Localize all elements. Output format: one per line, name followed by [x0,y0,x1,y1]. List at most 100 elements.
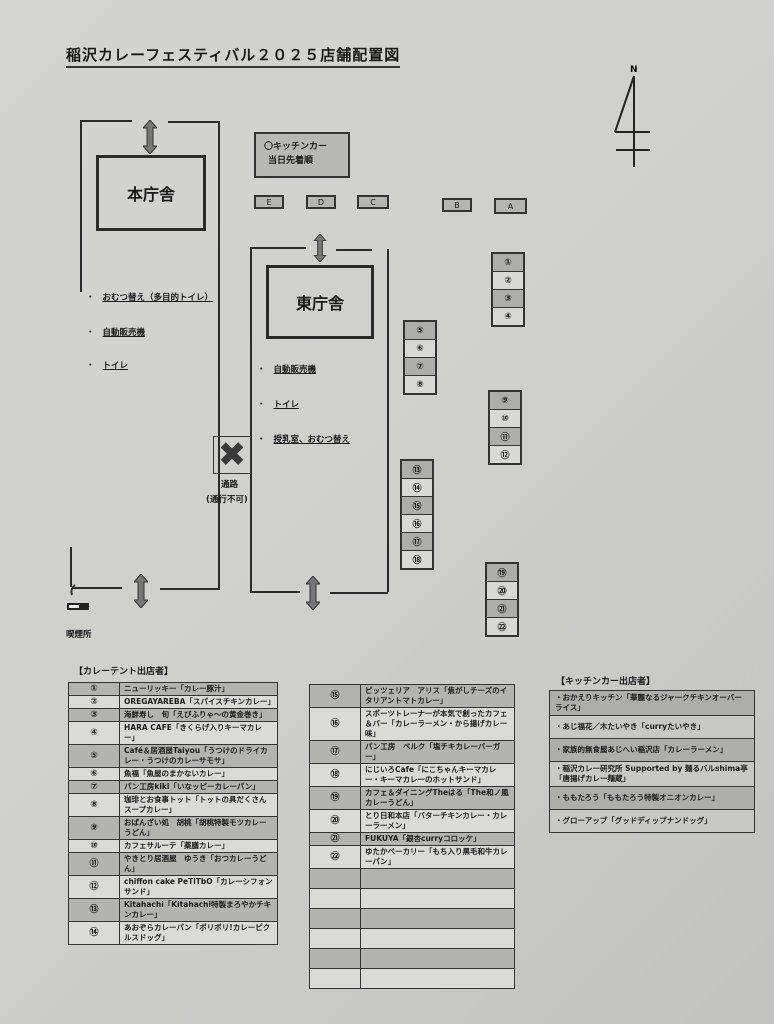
east-bldg-outline [336,249,372,251]
stall: ④ [493,308,523,325]
kitchen-slot-a: A [494,198,527,214]
stall: ⑮ [402,497,432,515]
stall-group-2: ⑤ ⑥ ⑦ ⑧ [403,320,437,395]
stall: ⑦ [405,358,435,376]
smoking-icon [67,584,89,610]
table-row-empty [309,908,515,929]
east-bldg-outline [250,591,300,593]
stall-group-3: ⑨ ⑩ ⑪ ⑫ [488,390,522,465]
table-row: ・グローアップ「グッドディップナンドッグ」 [549,809,755,833]
kitchen-slot-c: C [357,195,389,209]
table-row-empty [309,968,515,989]
facility-toilet-right: トイレ [257,398,300,410]
kitchen-slot-e: E [254,195,284,209]
stall: ㉑ [487,600,517,618]
smoking-label: 喫煙所 [66,630,92,640]
stall-group-4: ⑬ ⑭ ⑮ ⑯ ⑰ ⑱ [400,459,434,570]
facility-nursing-right: 授乳室、おむつ替え [257,433,351,445]
entrance-arrow-icon [313,234,327,262]
entrance-arrow-icon [143,120,157,154]
main-bldg-outline [70,547,72,587]
main-bldg-outline [168,121,218,123]
table-row-empty [309,888,515,909]
stall: ⑭ [402,479,432,497]
stall: ⑪ [490,428,520,446]
east-building: 東庁舎 [266,265,374,339]
main-building: 本庁舎 [96,155,206,231]
facility-diaper-left: おむつ替え（多目的トイレ） [86,291,214,303]
main-bldg-outline [160,588,220,590]
stall: ② [493,272,523,290]
table-row: ・稲沢カレー研究所 Supported by 麺るバルshima亭「唐揚げカレー… [549,761,755,787]
table-row-empty [309,928,515,949]
table-row-empty [309,948,515,969]
kitchen-section-heading: 【キッチンカー出店者】 [556,677,656,687]
stall: ㉒ [487,618,517,635]
main-bldg-outline [80,120,132,122]
stall: ⑧ [405,376,435,393]
stall-group-1: ① ② ③ ④ [491,252,525,327]
svg-text:N: N [630,65,638,75]
stall-group-5: ⑲ ⑳ ㉑ ㉒ [485,562,519,637]
main-bldg-outline [72,587,122,589]
stall: ⑩ [490,410,520,428]
east-bldg-outline [250,247,306,249]
kitchen-car-label: 〇キッチンカー [264,142,328,152]
stall: ⑨ [490,392,520,410]
facility-vending-right: 自動販売機 [257,363,317,375]
stall: ⑬ [402,461,432,479]
closed-passage-x-icon: ✖ [213,435,251,475]
kitchen-slot-b: B [442,198,472,212]
facility-toilet-left: トイレ [86,359,129,371]
table-row: ・家族的無食屋あじへい稲沢店「カレーラーメン」 [549,738,755,762]
passage-note: (通行不可) [206,495,248,505]
table-row-empty [309,868,515,889]
table-row: ・あじ福花／木たいやき「curryたいやき」 [549,715,755,739]
kitchen-slot-d: D [306,195,336,209]
kitchen-car-area: 〇キッチンカー 当日先着順 [254,132,350,178]
stall: ⑳ [487,582,517,600]
stall: ⑰ [402,533,432,551]
main-bldg-outline [218,121,220,589]
tent-section-heading: 【カレーテント出店者】 [74,667,174,677]
stall: ③ [493,290,523,308]
stall: ⑯ [402,515,432,533]
stall: ⑱ [402,551,432,568]
north-compass-icon: N [614,65,650,167]
stall: ⑤ [405,322,435,340]
east-bldg-outline [250,247,252,592]
east-bldg-outline [387,249,389,592]
table-row: ・ももたろう「ももたろう特製オニオンカレー」 [549,786,755,810]
stall: ⑲ [487,564,517,582]
entrance-arrow-icon [134,574,148,608]
entrance-arrow-icon [306,576,320,610]
stall: ① [493,254,523,272]
stall: ⑫ [490,446,520,463]
passage-label: 通路 [221,480,239,490]
facility-vending-left: 自動販売機 [86,326,146,338]
stall: ⑥ [405,340,435,358]
kitchen-vendor-table: ・おかえりキッチン「華麗なるジャークチキンオーバーライス」 ・あじ福花／木たいや… [549,690,755,833]
page-title: 稲沢カレーフェスティバル２０２５店舗配置図 [66,44,401,68]
